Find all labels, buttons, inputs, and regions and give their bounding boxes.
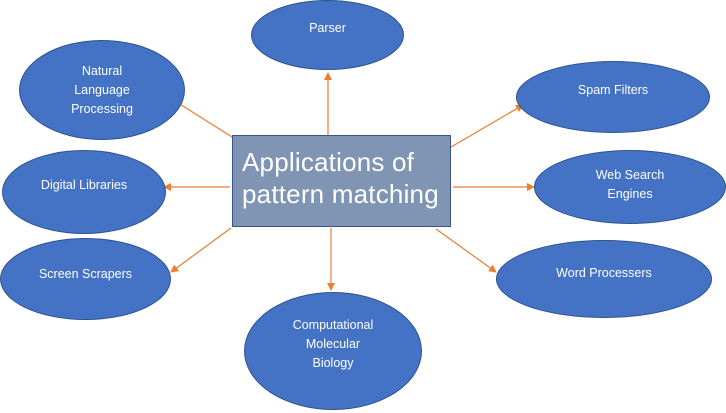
node-label: Screen Scrapers	[38, 266, 133, 281]
node-computational-molecular-biology: Computational Molecular Biology	[244, 292, 422, 410]
node-natural-language-processing: Natural Language Processing	[19, 40, 185, 140]
node-label: Computational Molecular Biology	[292, 317, 374, 370]
arrow-to-word-processers	[435, 228, 497, 273]
node-word-processers: Word Processers	[496, 240, 712, 318]
central-topic-box: Applications of pattern matching	[232, 135, 451, 227]
node-label: Web Search Engines	[595, 168, 665, 201]
arrow-to-nlp	[174, 100, 233, 138]
arrow-to-spam	[450, 104, 524, 148]
node-label: Spam Filters	[577, 82, 649, 97]
central-topic-line-2: pattern matching	[242, 179, 439, 209]
node-screen-scrapers: Screen Scrapers	[0, 238, 171, 320]
node-label: Natural Language Processing	[71, 63, 133, 116]
central-topic-line-1: Applications of	[242, 147, 415, 177]
node-label: Word Processers	[556, 265, 652, 280]
node-parser: Parser	[251, 0, 404, 70]
arrow-to-screen-scrapers	[170, 227, 232, 273]
node-spam-filters: Spam Filters	[516, 61, 710, 133]
node-label: Parser	[309, 20, 346, 35]
node-web-search-engines: Web Search Engines	[534, 150, 726, 224]
node-label: Digital Libraries	[40, 177, 128, 192]
node-digital-libraries: Digital Libraries	[2, 150, 166, 234]
